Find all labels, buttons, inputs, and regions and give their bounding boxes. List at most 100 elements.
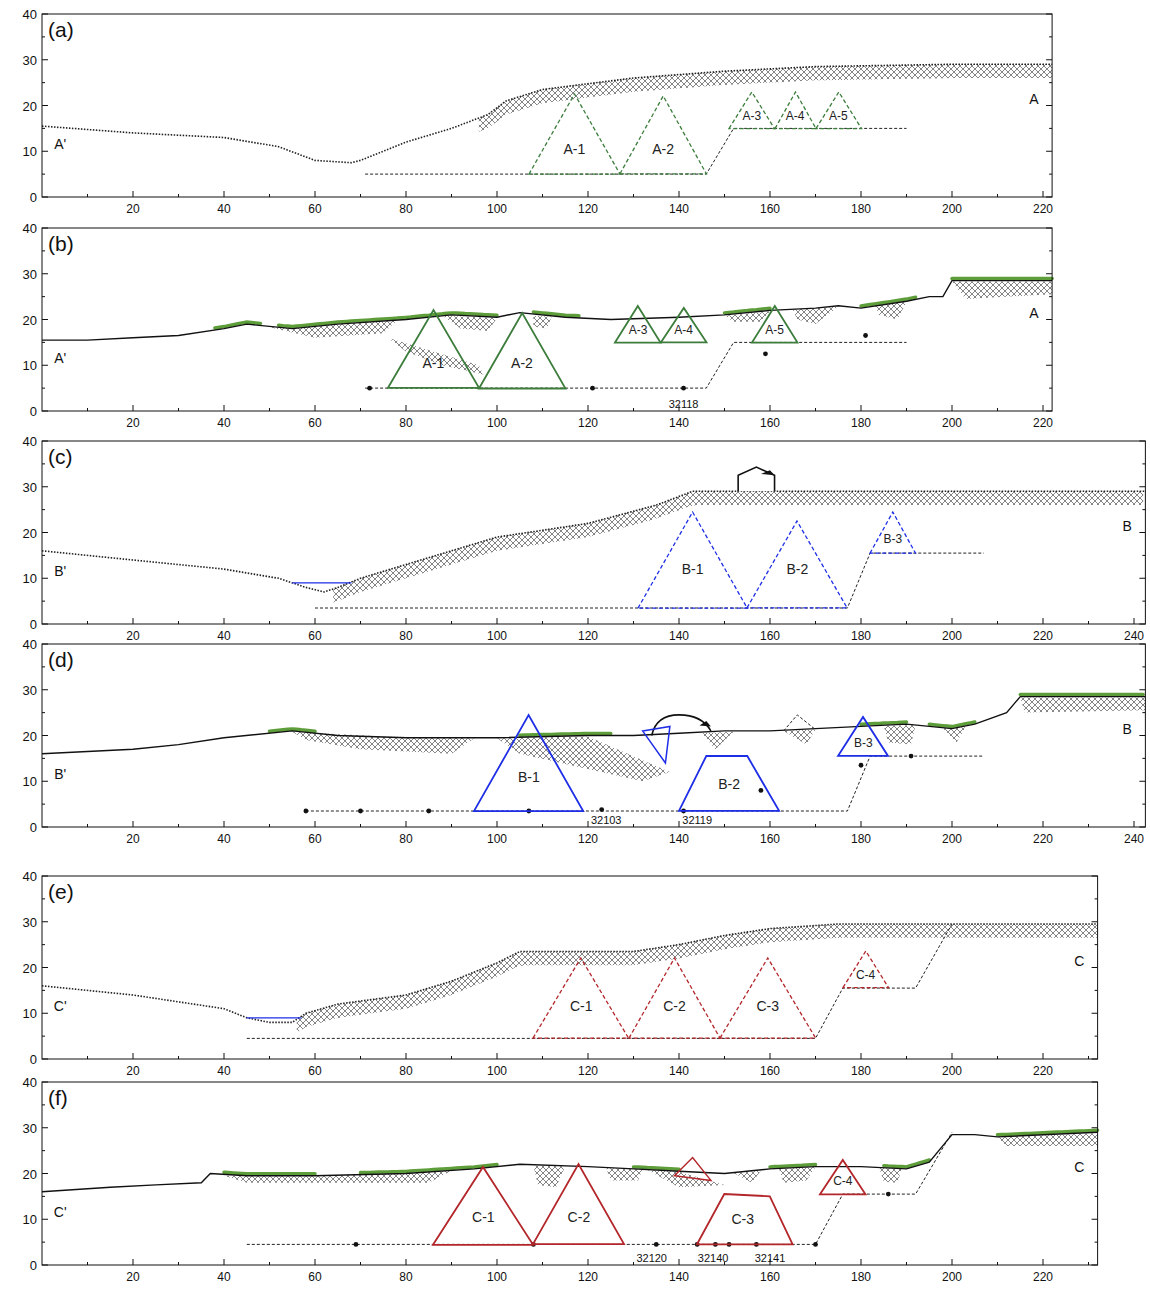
section-shape [820,1160,866,1194]
tick [42,555,45,556]
tick [315,821,316,827]
tick [770,191,771,197]
tick [952,821,953,827]
axis-tick-label: 10 [23,1213,37,1226]
base-line [365,342,906,388]
section-end-label: C [1074,1160,1084,1174]
axis-tick-label: 80 [399,1065,412,1077]
borehole-number: 32140 [698,1252,729,1263]
section-end-label: B' [54,767,66,781]
tick [1092,876,1098,877]
tick [42,967,48,968]
tick [1046,14,1052,15]
tick [315,405,316,411]
axis-tick-label: 20 [23,526,37,539]
axis-tick-label: 220 [1033,1065,1053,1077]
section-label: B-3 [854,737,873,749]
tick [542,1262,543,1265]
hatched-lens [292,732,474,754]
tick [588,821,589,827]
axis-tick-label: 20 [23,729,37,742]
hatched-lens [606,1168,642,1180]
section-label: A-5 [829,110,848,122]
tick [815,824,816,827]
section-label: A-5 [765,324,784,336]
section-shape [629,958,720,1038]
axis-tick-label: 0 [30,821,37,834]
section-end-label: B [1123,519,1132,533]
panel-letter: (e) [48,881,74,902]
tick [42,827,48,828]
hatched-lens [442,316,497,331]
tick [315,618,316,624]
trench-section: A-5 [816,92,862,129]
section-shape [870,512,916,553]
tick [1043,821,1044,827]
wedge-outline [674,1158,711,1181]
axis-tick-label: 200 [942,833,962,845]
tick [1139,827,1145,828]
axis-tick-label: 220 [1033,833,1053,845]
borehole-number: 32103 [591,814,622,825]
axis-tick-label: 180 [851,630,871,642]
axis-tick-label: 120 [578,630,598,642]
tick [1134,821,1135,827]
axis-tick-label: 100 [487,1065,507,1077]
axis-tick-label: 200 [942,1065,962,1077]
axis-tick-label: 120 [578,203,598,215]
borehole-number: 32119 [682,814,712,825]
tick [1142,712,1145,713]
tick [42,804,45,805]
section-shape [615,306,661,343]
axis-tick-label: 60 [308,833,321,845]
tick [87,1056,88,1059]
axis-tick-label: 100 [487,203,507,215]
tick [406,1259,407,1265]
tick [1095,944,1098,945]
tick [952,1259,953,1265]
tick [42,197,48,198]
tick [1043,191,1044,197]
tick [997,1056,998,1059]
tick [360,1262,361,1265]
tick [633,194,634,197]
borehole-dot [426,809,431,814]
tick [906,1056,907,1059]
tick [42,1265,48,1266]
borehole-number: 32118 [669,398,699,409]
tick [1043,1053,1044,1059]
base-line [247,924,952,1038]
section-shape [533,1164,624,1244]
section-shape [533,958,629,1038]
axis-tick-label: 20 [126,417,139,429]
tick [997,194,998,197]
axis-tick-label: 140 [669,203,689,215]
trench-section: C-3 [720,958,816,1038]
borehole-dot [304,809,309,814]
tick [1046,228,1052,229]
tick [588,618,589,624]
trench-section: A-2 [479,313,565,388]
wedge-outline [643,726,670,763]
panel-frame [42,228,1052,411]
tick [1139,624,1145,625]
tick [1049,128,1052,129]
trench-section: B-3 [870,512,916,553]
tick [542,824,543,827]
tick [406,821,407,827]
section-shape [729,92,775,129]
tick [1049,388,1052,389]
axis-tick-label: 220 [1033,417,1053,429]
hatched-lens [1020,698,1145,713]
tick [1142,601,1145,602]
tick [1092,1127,1098,1128]
tick [269,1262,270,1265]
tick [42,1150,45,1151]
tick [997,824,998,827]
section-shape [661,308,707,342]
tick [1139,644,1145,645]
tick [1092,921,1098,922]
tick [497,191,498,197]
panel-frame [42,441,1145,624]
tick [1049,36,1052,37]
